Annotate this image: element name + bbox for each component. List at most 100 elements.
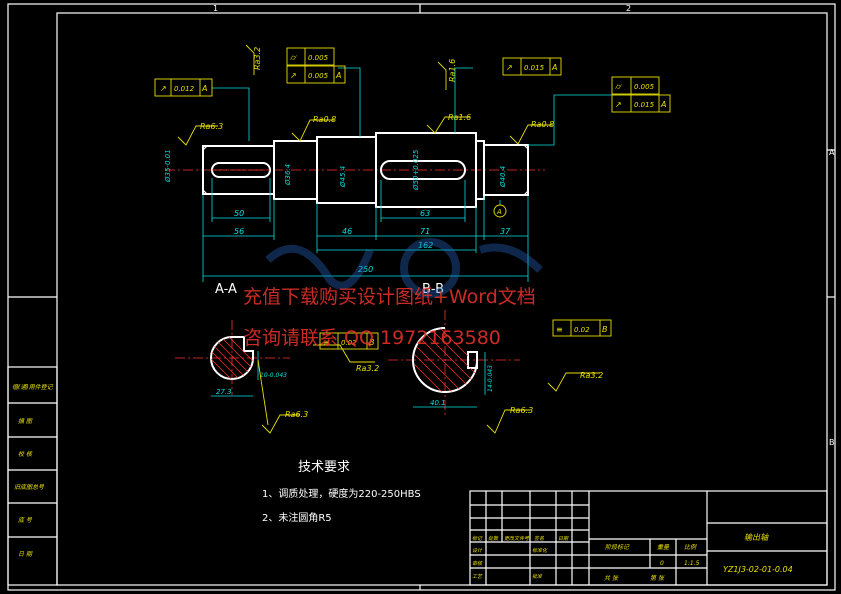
svg-text:14-0.043: 14-0.043 — [487, 365, 494, 392]
left-strip-table: 借(通)用件登记 描 图 校 核 旧底图总号 底 号 日 期 — [7, 366, 58, 586]
svg-text:0.015: 0.015 — [524, 64, 545, 72]
section-bb: B-B 40.1 14-0.043 ≡ 0.02 B Ra3.2 Ra6.3 — [388, 282, 612, 434]
tolerance-frame-1: ↗ 0.012 A — [154, 78, 213, 97]
watermark-line-2: 咨询请联系 QQ 1972163580 — [243, 327, 501, 349]
svg-text:A: A — [660, 100, 666, 109]
datum-a-symbol — [493, 204, 507, 218]
dimension-lines — [202, 178, 529, 282]
left-strip-label: 日 期 — [18, 551, 33, 558]
dim-text: 46 — [342, 227, 352, 236]
dia-text: Ø40.4 — [499, 166, 507, 188]
ra-text: Ra0.8 — [531, 120, 554, 129]
zone-label: A — [829, 148, 835, 157]
zone-label: 1 — [213, 4, 218, 13]
svg-text:≡: ≡ — [556, 325, 563, 334]
svg-text:27.3: 27.3 — [216, 388, 232, 396]
svg-text:重量: 重量 — [657, 544, 670, 551]
ra-text: Ra1.6 — [448, 113, 471, 122]
dim-text: 37 — [500, 227, 511, 236]
section-aa-label: A-A — [215, 282, 237, 297]
tolerance-frame-4: ⌭ 0.005 ↗ 0.015 A — [611, 76, 671, 113]
dim-text: 63 — [420, 209, 430, 218]
svg-text:标记: 标记 — [472, 535, 483, 542]
left-strip-label: 底 号 — [18, 516, 33, 524]
drawing-number: YZ1J3-02-01-0.04 — [723, 565, 793, 574]
dia-text: Ø50+0.025 — [412, 149, 420, 191]
svg-text:10-0.043: 10-0.043 — [260, 372, 287, 379]
svg-text:⌭: ⌭ — [290, 53, 297, 62]
svg-text:处数: 处数 — [488, 535, 499, 542]
shaft-segment-5 — [483, 144, 529, 196]
left-strip-label: 校 核 — [18, 450, 33, 458]
part-name: 输出轴 — [744, 533, 769, 542]
svg-text:工艺: 工艺 — [472, 573, 483, 580]
svg-text:比例: 比例 — [684, 543, 697, 551]
svg-text:0.02: 0.02 — [341, 339, 357, 347]
svg-text:批准: 批准 — [532, 573, 543, 580]
svg-text:Ra3.2: Ra3.2 — [580, 371, 603, 380]
datum-a-label: A — [496, 208, 502, 216]
dia-text: Ø35-0.01 — [164, 149, 172, 183]
svg-text:审核: 审核 — [472, 560, 483, 567]
svg-text:A: A — [201, 84, 207, 93]
dim-text: 71 — [420, 227, 430, 236]
title-block: 输出轴 YZ1J3-02-01-0.04 阶段标记 重量 比例 0 1:1.5 … — [469, 490, 828, 586]
svg-text:0.012: 0.012 — [174, 85, 195, 93]
notes-line-1: 1、调质处理，硬度为220-250HBS — [262, 487, 421, 500]
zone-label: B — [829, 438, 835, 447]
keyway-right — [380, 160, 466, 180]
section-bb-label: B-B — [422, 282, 444, 297]
left-strip-label: 旧底图总号 — [14, 483, 45, 491]
shaft-main-view — [165, 132, 545, 208]
svg-text:0.005: 0.005 — [308, 54, 329, 62]
svg-text:标准化: 标准化 — [532, 547, 548, 554]
svg-text:0.02: 0.02 — [574, 326, 590, 334]
dim-text: 162 — [418, 241, 433, 250]
svg-text:Ra6.3: Ra6.3 — [510, 406, 533, 415]
notes-line-2: 2、未注圆角R5 — [262, 511, 332, 524]
dia-text: Ø45.4 — [339, 166, 347, 188]
svg-text:Ra6.3: Ra6.3 — [285, 410, 308, 419]
watermark-line-1: 充值下载购买设计图纸+Word文档 — [243, 286, 536, 308]
svg-text:0: 0 — [660, 560, 664, 567]
svg-text:⌭: ⌭ — [615, 82, 622, 91]
svg-text:阶段标记: 阶段标记 — [605, 543, 630, 551]
watermark: 充值下载购买设计图纸+Word文档 咨询请联系 QQ 1972163580 — [243, 238, 543, 349]
dim-text: 250 — [358, 265, 373, 274]
svg-text:A: A — [551, 63, 557, 72]
svg-text:↗: ↗ — [506, 63, 513, 72]
svg-text:0.005: 0.005 — [634, 83, 655, 91]
svg-text:↗: ↗ — [615, 100, 622, 109]
dim-text: 50 — [234, 209, 244, 218]
svg-text:A: A — [335, 71, 341, 80]
svg-text:第 张: 第 张 — [650, 574, 665, 582]
svg-text:设计: 设计 — [472, 547, 483, 554]
svg-text:1:1.5: 1:1.5 — [684, 560, 700, 567]
ra-text: Ra6.3 — [200, 122, 223, 131]
chamfer — [523, 190, 529, 196]
svg-text:0.015: 0.015 — [634, 101, 655, 109]
svg-text:Ra3.2: Ra3.2 — [356, 364, 379, 373]
notes-title: 技术要求 — [298, 460, 350, 475]
dim-text: 56 — [234, 227, 244, 236]
ra-text: Ra1.6 — [448, 59, 457, 82]
svg-text:签名: 签名 — [534, 535, 545, 542]
svg-text:↗: ↗ — [160, 84, 167, 93]
svg-text:≡: ≡ — [323, 338, 330, 347]
sheet-inner-border — [56, 12, 828, 586]
dia-text: Ø36.4 — [284, 164, 292, 186]
zone-label: 2 — [626, 4, 631, 13]
svg-text:↗: ↗ — [290, 71, 297, 80]
tolerance-frame-2: ⌭ 0.005 ↗ 0.005 A — [286, 47, 346, 84]
svg-text:日期: 日期 — [558, 535, 569, 542]
svg-text:40.1: 40.1 — [430, 399, 446, 407]
ra-text: Ra0.8 — [313, 115, 336, 124]
tolerance-frame-3: ↗ 0.015 A — [502, 57, 562, 76]
chamfer — [202, 189, 208, 195]
svg-text:0.005: 0.005 — [308, 72, 329, 80]
chamfer — [202, 145, 208, 151]
svg-text:B: B — [602, 325, 608, 334]
svg-text:更改文件号: 更改文件号 — [504, 535, 530, 542]
chamfer — [523, 144, 529, 150]
